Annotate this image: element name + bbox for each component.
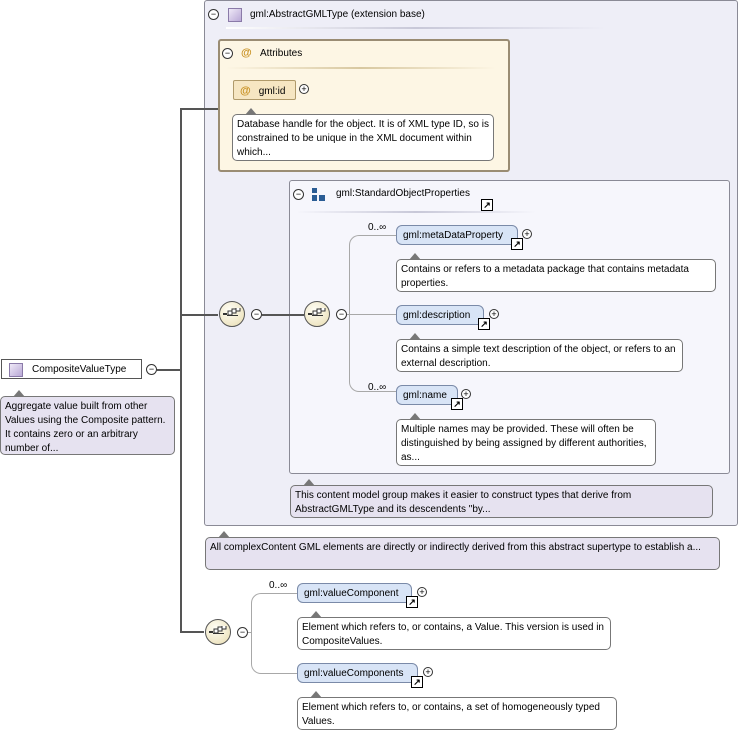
sequence-1-link xyxy=(262,314,304,316)
sequence-2-link xyxy=(248,632,252,633)
metadata-expand-icon[interactable]: + xyxy=(522,229,532,239)
root-connector xyxy=(157,369,181,371)
sequence-1-collapse-icon[interactable]: − xyxy=(251,309,262,320)
group-title: gml:StandardObjectProperties xyxy=(336,188,470,199)
group-sequence-link xyxy=(347,314,396,315)
sequence-2-bracket xyxy=(251,593,298,674)
attributes-collapse-icon[interactable]: − xyxy=(222,48,233,59)
branch-sequence1 xyxy=(180,314,218,316)
sequence-compositor-2[interactable] xyxy=(205,619,231,645)
value-component-occurrence: 0..∞ xyxy=(269,580,288,591)
description-description: Contains a simple text description of th… xyxy=(396,333,683,372)
attribute-gml-id-label: gml:id xyxy=(258,86,286,97)
group-collapse-icon[interactable]: − xyxy=(293,189,304,200)
description-reference-icon[interactable]: ↗ xyxy=(478,318,490,330)
element-description[interactable]: gml:description xyxy=(396,305,484,325)
extension-divider xyxy=(226,27,606,29)
metadata-description: Contains or refers to a metadata package… xyxy=(396,253,716,292)
main-trunk xyxy=(180,108,182,632)
group-bracket xyxy=(349,235,396,392)
element-metadata-property[interactable]: gml:metaDataProperty xyxy=(396,225,518,245)
attributes-divider xyxy=(226,67,496,69)
group-sequence-collapse-icon[interactable]: − xyxy=(336,309,347,320)
metadata-occurrence: 0..∞ xyxy=(368,222,387,233)
group-reference-icon[interactable]: ↗ xyxy=(481,199,493,211)
value-components-reference-icon[interactable]: ↗ xyxy=(411,676,423,688)
element-value-component[interactable]: gml:valueComponent xyxy=(297,583,412,603)
root-collapse-icon[interactable]: − xyxy=(146,364,157,375)
group-icon xyxy=(312,188,326,202)
sequence-compositor-1[interactable] xyxy=(219,301,245,327)
value-components-description: Element which refers to, or contains, a … xyxy=(297,691,617,730)
value-components-expand-icon[interactable]: + xyxy=(423,667,433,677)
branch-sequence2 xyxy=(180,631,204,633)
sequence-2-collapse-icon[interactable]: − xyxy=(237,627,248,638)
attribute-gml-id-description: Database handle for the object. It is of… xyxy=(232,108,494,161)
root-element-composite-value-type[interactable]: CompositeValueType xyxy=(1,359,142,379)
value-component-reference-icon[interactable]: ↗ xyxy=(406,596,418,608)
name-reference-icon[interactable]: ↗ xyxy=(451,398,463,410)
element-name[interactable]: gml:name xyxy=(396,385,458,405)
complex-type-icon xyxy=(228,8,242,22)
attribute-gml-id[interactable]: @ gml:id xyxy=(233,80,296,100)
extension-description: All complexContent GML elements are dire… xyxy=(205,531,720,570)
attribute-item-icon: @ xyxy=(240,85,251,97)
name-description: Multiple names may be provided. These wi… xyxy=(396,413,656,466)
attribute-expand-icon[interactable]: + xyxy=(299,84,309,94)
group-divider xyxy=(296,211,536,213)
value-component-description: Element which refers to, or contains, a … xyxy=(297,611,611,650)
element-value-components[interactable]: gml:valueComponents xyxy=(297,663,418,683)
value-component-expand-icon[interactable]: + xyxy=(417,587,427,597)
group-description: This content model group makes it easier… xyxy=(290,479,713,518)
attribute-icon: @ xyxy=(241,47,252,59)
root-description: Aggregate value built from other Values … xyxy=(0,390,175,455)
root-element-label: CompositeValueType xyxy=(32,364,127,375)
sequence-compositor-group[interactable] xyxy=(304,301,330,327)
metadata-reference-icon[interactable]: ↗ xyxy=(511,238,523,250)
branch-attributes xyxy=(180,108,218,110)
name-occurrence: 0..∞ xyxy=(368,382,387,393)
extension-collapse-icon[interactable]: − xyxy=(208,9,219,20)
name-expand-icon[interactable]: + xyxy=(461,389,471,399)
description-expand-icon[interactable]: + xyxy=(489,309,499,319)
root-type-icon xyxy=(9,363,23,377)
extension-title: gml:AbstractGMLType (extension base) xyxy=(250,9,425,20)
attributes-title: Attributes xyxy=(260,48,303,59)
